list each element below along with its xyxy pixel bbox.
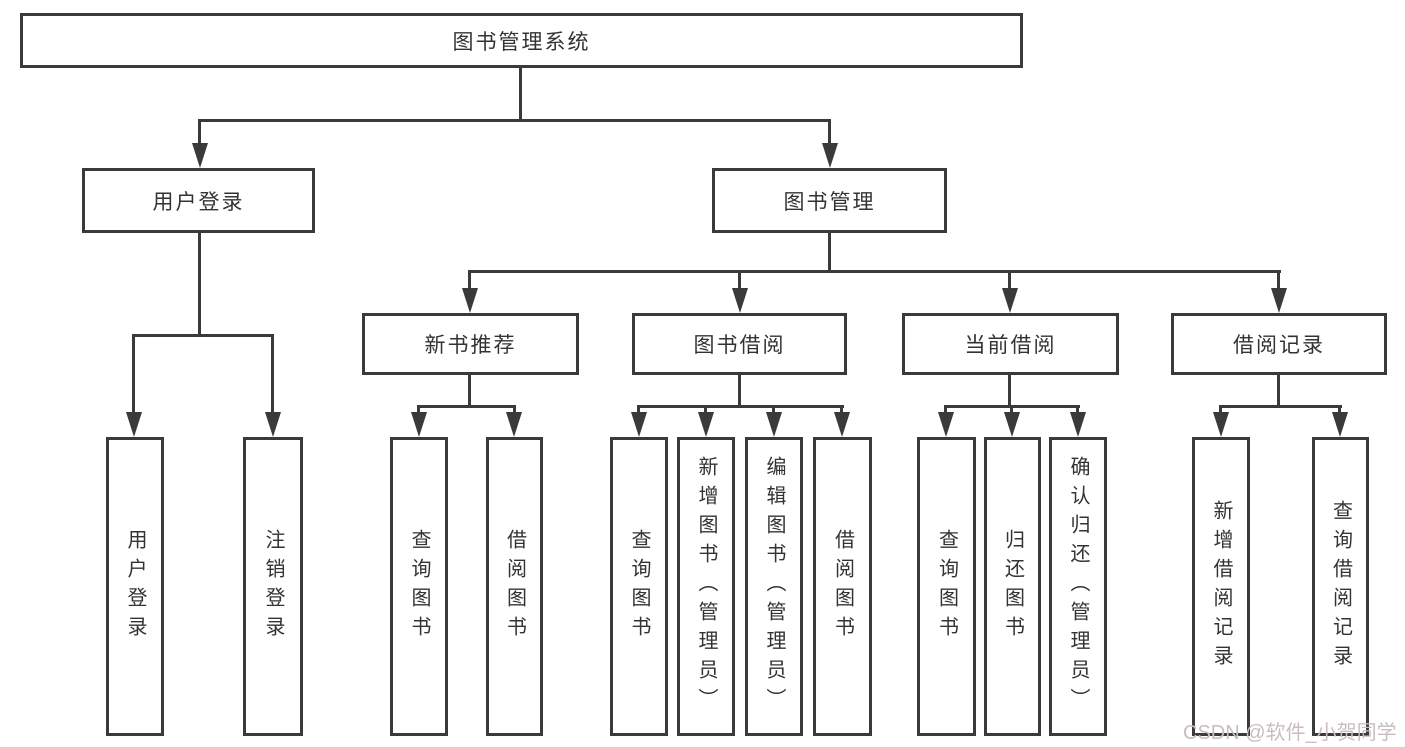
arrow-down-icon: [1070, 412, 1086, 437]
arrow-down-icon: [822, 143, 838, 168]
node-book-management: 图书管理: [712, 168, 947, 233]
leaf-query-books-recommend: 查询图书: [390, 437, 448, 736]
connector-stem-user-login: [198, 119, 201, 146]
arrow-down-icon: [1271, 288, 1287, 313]
connector-stem-leaf: [1010, 405, 1013, 416]
leaf-user-login: 用户登录: [106, 437, 164, 736]
connector-level2-hline: [198, 119, 831, 122]
connector-hline: [417, 405, 516, 408]
arrow-down-icon: [631, 412, 647, 437]
leaf-add-borrow-record: 新增借阅记录: [1192, 437, 1250, 736]
connector-user-login-hline: [132, 334, 274, 337]
arrow-down-icon: [462, 288, 478, 313]
connector-stem-leaf: [1338, 405, 1341, 416]
arrow-down-icon: [1004, 412, 1020, 437]
node-borrow-records: 借阅记录: [1171, 313, 1387, 375]
connector-stem-level3: [738, 270, 741, 291]
arrow-down-icon: [938, 412, 954, 437]
leaf-edit-books-admin: 编辑图书（管理员）: [745, 437, 803, 736]
arrow-down-icon: [265, 412, 281, 437]
leaf-logout-login: 注销登录: [243, 437, 303, 736]
connector-stem-level3: [1277, 270, 1280, 291]
leaf-return-books: 归还图书: [984, 437, 1041, 736]
arrow-down-icon: [766, 412, 782, 437]
connector-stem-leaf: [772, 405, 775, 416]
connector-stem-level3: [468, 270, 471, 291]
connector-stem-leaf: [513, 405, 516, 416]
leaf-borrow-books-borrowing: 借阅图书: [813, 437, 872, 736]
connector-stem: [1008, 375, 1011, 407]
arrow-down-icon: [698, 412, 714, 437]
arrow-down-icon: [834, 412, 850, 437]
leaf-add-books-admin: 新增图书（管理员）: [677, 437, 735, 736]
connector-hline: [1219, 405, 1342, 408]
connector-stem: [1277, 375, 1280, 407]
leaf-query-books-current: 查询图书: [917, 437, 976, 736]
connector-user-login-stem: [198, 233, 201, 336]
connector-stem: [738, 375, 741, 407]
connector-book-management-stem: [828, 233, 831, 273]
arrow-down-icon: [411, 412, 427, 437]
leaf-confirm-return-admin: 确认归还（管理员）: [1049, 437, 1107, 736]
connector-stem-leaf: [271, 334, 274, 414]
arrow-down-icon: [506, 412, 522, 437]
node-root: 图书管理系统: [20, 13, 1023, 68]
connector-stem-leaf: [637, 405, 640, 416]
arrow-down-icon: [192, 143, 208, 168]
arrow-down-icon: [1332, 412, 1348, 437]
connector-stem-leaf: [944, 405, 947, 416]
connector-stem-leaf: [1219, 405, 1222, 416]
leaf-borrow-books-recommend: 借阅图书: [486, 437, 543, 736]
connector-stem-level3: [1008, 270, 1011, 291]
arrow-down-icon: [1213, 412, 1229, 437]
node-book-borrowing: 图书借阅: [632, 313, 847, 375]
node-current-borrowing: 当前借阅: [902, 313, 1119, 375]
connector-stem-leaf: [417, 405, 420, 416]
connector-stem-leaf: [704, 405, 707, 416]
connector-level3-hline: [468, 270, 1281, 273]
connector-stem-leaf: [1076, 405, 1079, 416]
connector-stem-book-management: [828, 119, 831, 146]
connector-stem: [468, 375, 471, 407]
leaf-query-books-borrowing: 查询图书: [610, 437, 668, 736]
connector-stem-leaf: [132, 334, 135, 414]
arrow-down-icon: [1002, 288, 1018, 313]
watermark: CSDN @软件_小贺同学: [1183, 722, 1397, 744]
node-user-login: 用户登录: [82, 168, 315, 233]
arrow-down-icon: [732, 288, 748, 313]
leaf-query-borrow-record: 查询借阅记录: [1312, 437, 1369, 736]
connector-root-stem: [519, 68, 522, 122]
node-new-book-recommend: 新书推荐: [362, 313, 579, 375]
connector-stem-leaf: [840, 405, 843, 416]
connector-hline: [637, 405, 844, 408]
arrow-down-icon: [126, 412, 142, 437]
